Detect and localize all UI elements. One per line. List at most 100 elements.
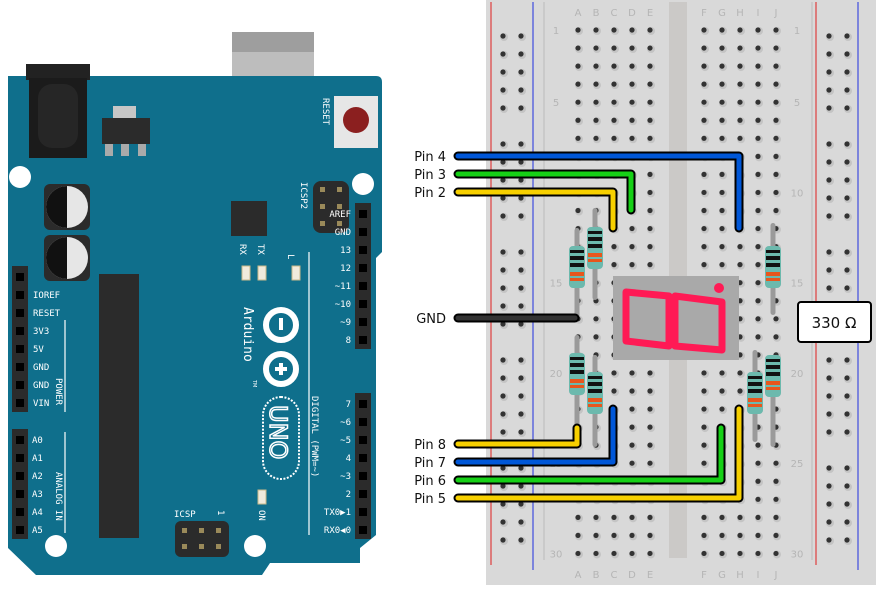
breadboard-hole[interactable]: [701, 244, 707, 250]
breadboard-hole[interactable]: [844, 267, 850, 273]
breadboard-hole[interactable]: [518, 195, 524, 201]
breadboard-hole[interactable]: [518, 537, 524, 543]
breadboard-hole[interactable]: [719, 45, 725, 51]
breadboard-hole[interactable]: [629, 81, 635, 87]
breadboard-hole[interactable]: [701, 550, 707, 557]
breadboard-hole[interactable]: [826, 159, 832, 165]
breadboard-hole[interactable]: [647, 225, 653, 232]
breadboard-hole[interactable]: [826, 141, 832, 147]
breadboard-hole[interactable]: [518, 141, 524, 147]
breadboard-hole[interactable]: [575, 117, 581, 123]
breadboard-hole[interactable]: [826, 411, 832, 417]
breadboard-hole[interactable]: [755, 478, 761, 484]
breadboard-hole[interactable]: [844, 69, 850, 75]
breadboard-hole[interactable]: [737, 244, 743, 250]
breadboard-hole[interactable]: [647, 514, 653, 520]
breadboard-hole[interactable]: [647, 244, 653, 250]
breadboard-hole[interactable]: [518, 483, 524, 489]
breadboard-hole[interactable]: [500, 501, 506, 507]
breadboard-hole[interactable]: [826, 501, 832, 507]
breadboard-hole[interactable]: [701, 63, 707, 69]
breadboard-hole[interactable]: [755, 99, 761, 105]
breadboard-hole[interactable]: [737, 81, 743, 87]
breadboard-hole[interactable]: [719, 532, 725, 539]
breadboard-hole[interactable]: [500, 105, 506, 111]
header-socket[interactable]: [16, 309, 24, 317]
breadboard-hole[interactable]: [773, 63, 779, 69]
breadboard-hole[interactable]: [647, 262, 653, 268]
breadboard-hole[interactable]: [773, 117, 779, 123]
breadboard-hole[interactable]: [500, 411, 506, 417]
breadboard-hole[interactable]: [755, 81, 761, 87]
breadboard-hole[interactable]: [629, 63, 635, 69]
breadboard-hole[interactable]: [737, 388, 743, 394]
header-socket[interactable]: [359, 490, 367, 498]
breadboard-hole[interactable]: [611, 81, 617, 87]
breadboard-hole[interactable]: [773, 207, 779, 214]
header-socket[interactable]: [16, 345, 24, 353]
breadboard-hole[interactable]: [844, 483, 850, 489]
breadboard-hole[interactable]: [518, 33, 524, 39]
breadboard-hole[interactable]: [629, 225, 635, 232]
header-socket[interactable]: [359, 282, 367, 290]
breadboard-hole[interactable]: [518, 249, 524, 255]
breadboard-hole[interactable]: [755, 207, 761, 214]
breadboard-hole[interactable]: [826, 195, 832, 201]
breadboard-hole[interactable]: [773, 45, 779, 51]
breadboard-hole[interactable]: [575, 207, 581, 214]
breadboard-hole[interactable]: [773, 153, 779, 159]
breadboard-hole[interactable]: [518, 429, 524, 435]
breadboard-hole[interactable]: [826, 375, 832, 381]
breadboard-hole[interactable]: [826, 33, 832, 39]
header-socket[interactable]: [16, 291, 24, 299]
breadboard-hole[interactable]: [755, 514, 761, 520]
header-socket[interactable]: [359, 436, 367, 444]
breadboard-hole[interactable]: [701, 532, 707, 539]
breadboard-hole[interactable]: [647, 171, 653, 177]
breadboard-hole[interactable]: [647, 207, 653, 214]
icsp-header[interactable]: [175, 521, 229, 557]
breadboard-hole[interactable]: [701, 207, 707, 214]
breadboard-hole[interactable]: [629, 514, 635, 520]
breadboard-hole[interactable]: [701, 117, 707, 123]
breadboard-hole[interactable]: [755, 550, 761, 557]
breadboard-hole[interactable]: [500, 303, 506, 309]
breadboard-hole[interactable]: [518, 69, 524, 75]
breadboard-hole[interactable]: [500, 69, 506, 75]
header-socket[interactable]: [16, 381, 24, 389]
breadboard-hole[interactable]: [518, 519, 524, 525]
breadboard-hole[interactable]: [719, 370, 725, 376]
breadboard-hole[interactable]: [755, 117, 761, 123]
breadboard-hole[interactable]: [719, 514, 725, 520]
breadboard-hole[interactable]: [737, 262, 743, 268]
breadboard-hole[interactable]: [755, 334, 761, 340]
breadboard-hole[interactable]: [701, 45, 707, 51]
breadboard-hole[interactable]: [500, 537, 506, 543]
breadboard-hole[interactable]: [844, 141, 850, 147]
header-socket[interactable]: [359, 246, 367, 254]
breadboard-hole[interactable]: [611, 550, 617, 557]
header-socket[interactable]: [359, 336, 367, 344]
breadboard-hole[interactable]: [719, 406, 725, 412]
breadboard-hole[interactable]: [737, 532, 743, 539]
breadboard-hole[interactable]: [737, 63, 743, 69]
breadboard-hole[interactable]: [719, 550, 725, 557]
breadboard-hole[interactable]: [737, 550, 743, 557]
breadboard-hole[interactable]: [773, 460, 779, 466]
breadboard-hole[interactable]: [593, 334, 599, 340]
breadboard-hole[interactable]: [719, 225, 725, 232]
breadboard-hole[interactable]: [701, 442, 707, 448]
breadboard-hole[interactable]: [518, 321, 524, 327]
header-socket[interactable]: [16, 490, 24, 498]
header-socket[interactable]: [359, 418, 367, 426]
breadboard-hole[interactable]: [701, 135, 707, 141]
breadboard-hole[interactable]: [647, 370, 653, 376]
breadboard-hole[interactable]: [737, 117, 743, 123]
breadboard-hole[interactable]: [593, 550, 599, 557]
breadboard-hole[interactable]: [629, 532, 635, 539]
breadboard-hole[interactable]: [611, 370, 617, 376]
breadboard-hole[interactable]: [593, 117, 599, 123]
breadboard-hole[interactable]: [844, 159, 850, 165]
breadboard-hole[interactable]: [737, 99, 743, 105]
breadboard-hole[interactable]: [647, 27, 653, 33]
